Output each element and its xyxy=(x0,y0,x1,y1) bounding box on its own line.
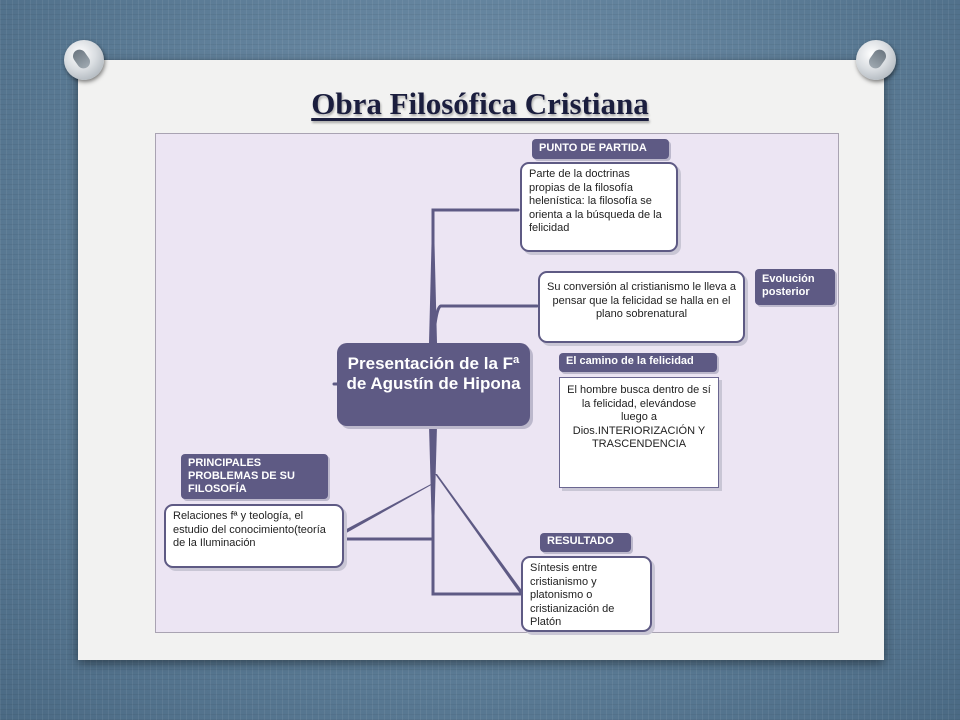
pushpin-icon xyxy=(64,40,104,80)
node-tag-evolucion-posterior: Evolución posterior xyxy=(755,269,835,305)
branch-line xyxy=(431,304,539,345)
branch-taper xyxy=(339,484,433,536)
node-tag-resultado: RESULTADO xyxy=(540,533,631,552)
branch-line xyxy=(342,424,435,541)
node-text-evolucion-posterior: Su conversión al cristianismo le lleva a… xyxy=(538,271,745,343)
branch-taper xyxy=(429,426,437,534)
slide-title: Obra Filosófica Cristiana xyxy=(311,86,649,121)
node-tag-camino-felicidad: El camino de la felicidad xyxy=(559,353,717,372)
branch-taper xyxy=(429,224,437,343)
branch-line xyxy=(431,208,520,345)
branch-taper xyxy=(435,474,523,595)
node-text-principales-problemas: Relaciones fª y teología, el estudio del… xyxy=(164,504,344,568)
concept-map: PUNTO DE PARTIDA Parte de la doctrinas p… xyxy=(155,133,839,633)
node-text-camino-felicidad: El hombre busca dentro de sí la felicida… xyxy=(559,377,719,488)
node-tag-principales-problemas: PRINCIPALES PROBLEMAS DE SU FILOSOFÍA xyxy=(181,454,328,499)
node-text-resultado: Síntesis entre cristianismo y platonismo… xyxy=(521,556,652,632)
node-text-punto-de-partida: Parte de la doctrinas propias de la filo… xyxy=(520,162,678,252)
central-node: Presentación de la Fª de Agustín de Hipo… xyxy=(337,343,530,426)
node-tag-punto-de-partida: PUNTO DE PARTIDA xyxy=(532,139,669,159)
connector-lines xyxy=(332,208,539,596)
pushpin-icon xyxy=(856,40,896,80)
branch-line xyxy=(431,424,523,596)
